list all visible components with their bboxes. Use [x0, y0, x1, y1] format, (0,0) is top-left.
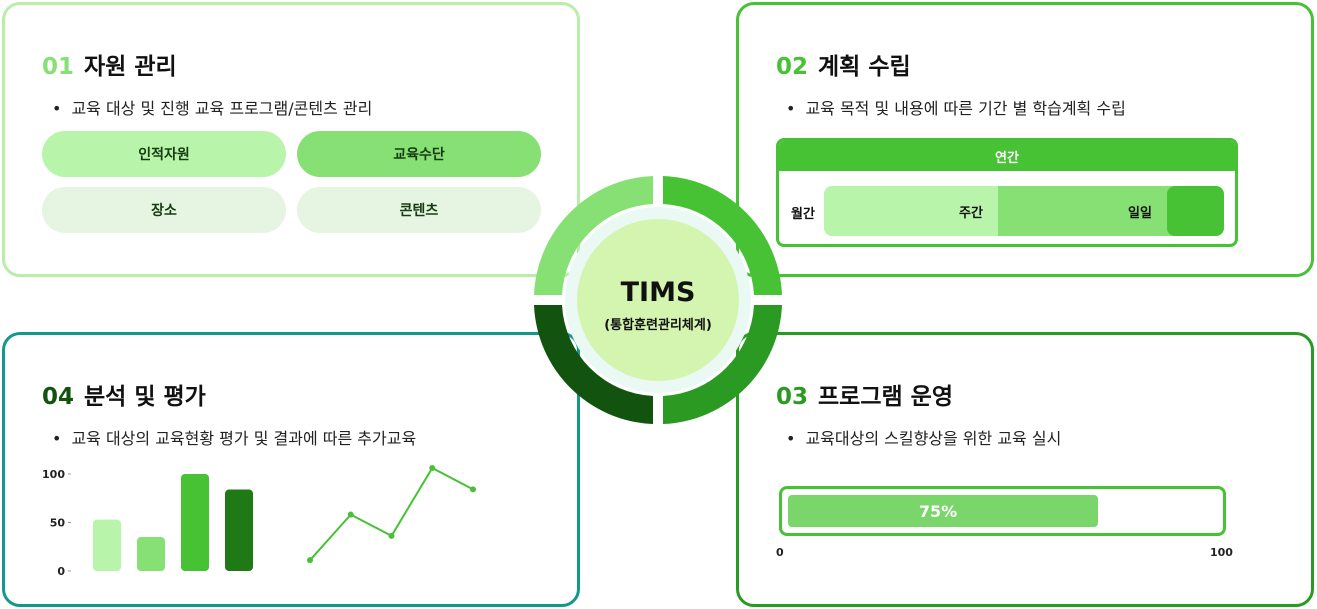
progress-scale-max: 100 — [1210, 546, 1233, 559]
card-number: 01 — [42, 54, 75, 80]
card-program-operation: 03 프로그램 운영 교육대상의 스킬향상을 위한 교육 실시 75% 0 100 — [736, 332, 1314, 607]
card-title-text: 자원 관리 — [84, 54, 177, 80]
card-bullet: 교육 대상의 교육현황 평가 및 결과에 따른 추가교육 — [52, 425, 416, 449]
progress-bar: 75% — [779, 486, 1226, 536]
period-box: 연간 월간 주간 일일 — [776, 138, 1238, 247]
y-tick-label: 0 — [57, 565, 65, 578]
card-title: 03 프로그램 운영 — [776, 377, 953, 411]
bar — [181, 474, 209, 571]
period-yearly-header[interactable]: 연간 — [779, 141, 1235, 171]
y-tick-label: 50 — [50, 517, 66, 530]
card-resource-management: 01 자원 관리 교육 대상 및 진행 교육 프로그램/콘텐츠 관리 인적자원 교… — [2, 2, 580, 277]
hub-segment-bottom-right — [663, 305, 782, 424]
pill-education-means[interactable]: 교육수단 — [297, 131, 541, 177]
pill-content[interactable]: 콘텐츠 — [297, 187, 541, 233]
line-point — [388, 532, 395, 539]
card-bullet: 교육 목적 및 내용에 따른 기간 별 학습계획 수립 — [786, 95, 1125, 119]
progress-label: 75% — [918, 501, 958, 521]
line-point — [470, 486, 476, 493]
line-point — [429, 465, 436, 471]
hub-core — [577, 219, 739, 381]
bar — [137, 537, 165, 571]
progress-scale-min: 0 — [776, 546, 784, 559]
period-weekly-label: 주간 — [959, 206, 983, 221]
hub-title: TIMS — [621, 277, 696, 308]
card-number: 02 — [776, 54, 809, 80]
card-title: 01 자원 관리 — [42, 47, 177, 81]
line-point — [307, 557, 313, 564]
period-monthly-label[interactable]: 월간 — [791, 207, 815, 222]
card-title-text: 프로그램 운영 — [818, 384, 953, 410]
evaluation-charts: 100 50 0 — [42, 465, 476, 578]
progress-fill — [788, 495, 1098, 527]
card-bullet: 교육대상의 스킬향상을 위한 교육 실시 — [786, 425, 1061, 449]
bar — [93, 519, 121, 571]
hub-subtitle: (통합훈련관리체계) — [604, 317, 712, 333]
card-title: 04 분석 및 평가 — [42, 377, 206, 411]
hub-segment-top-right — [663, 176, 782, 295]
bar — [225, 489, 253, 571]
card-title: 02 계획 수립 — [776, 47, 911, 81]
card-bullet: 교육 대상 및 진행 교육 프로그램/콘텐츠 관리 — [52, 95, 372, 119]
period-daily-label: 일일 — [1128, 206, 1152, 221]
tims-hub: TIMS (통합훈련관리체계) — [534, 176, 782, 424]
card-title-text: 계획 수립 — [818, 54, 911, 80]
period-bar: 주간 일일 — [824, 186, 1224, 236]
hub-segment-top-left — [534, 176, 653, 295]
pill-place[interactable]: 장소 — [42, 187, 286, 233]
card-analysis-evaluation: 04 분석 및 평가 교육 대상의 교육현황 평가 및 결과에 따른 추가교육 1… — [2, 332, 580, 607]
period-weekly-segment[interactable] — [824, 186, 998, 236]
line-point — [347, 511, 354, 518]
line-series — [309, 466, 474, 561]
y-tick-label: 100 — [42, 468, 65, 481]
pill-human-resources[interactable]: 인적자원 — [42, 131, 286, 177]
period-hourly-segment[interactable] — [1167, 186, 1224, 236]
card-number: 04 — [42, 384, 75, 410]
card-title-text: 분석 및 평가 — [84, 384, 206, 410]
hub-segment-bottom-left — [534, 305, 653, 424]
card-number: 03 — [776, 384, 809, 410]
card-planning: 02 계획 수립 교육 목적 및 내용에 따른 기간 별 학습계획 수립 연간 월… — [736, 2, 1314, 277]
